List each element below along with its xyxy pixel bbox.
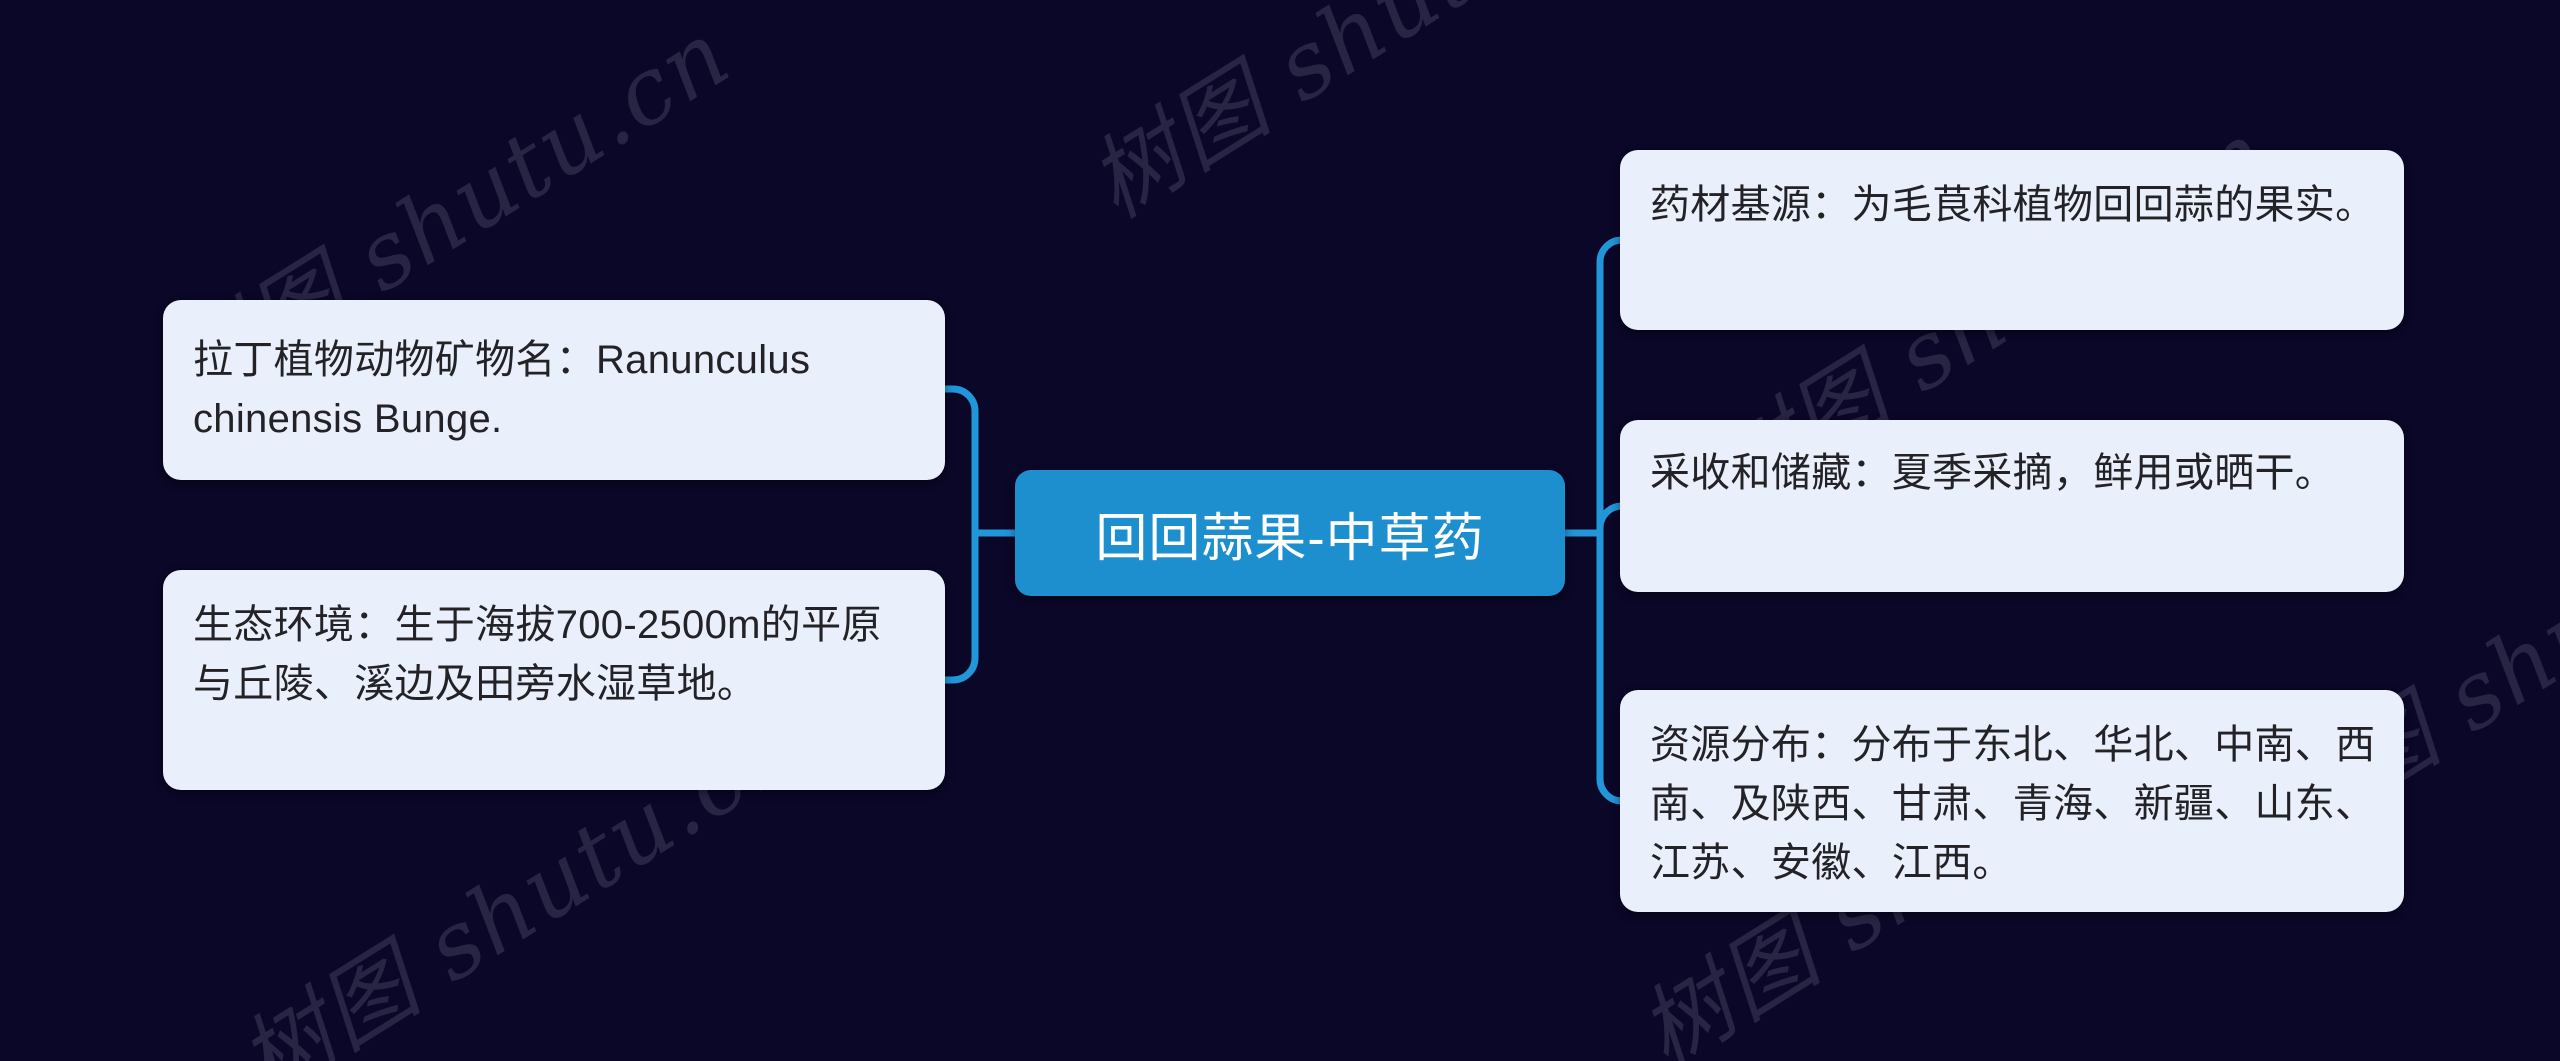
connector-right-branch-3 xyxy=(1596,529,1624,805)
mindmap-node-latin-name[interactable]: 拉丁植物动物矿物名：Ranunculus chinensis Bunge. xyxy=(163,300,945,480)
mindmap-root-label: 回回蒜果-中草药 xyxy=(1095,509,1485,568)
connector-right-branch-2 xyxy=(1596,502,1624,537)
mindmap-node-label: 资源分布：分布于东北、华北、中南、西南、及陕西、甘肃、青海、新疆、山东、江苏、安… xyxy=(1650,723,2376,886)
mindmap-node-label: 药材基源：为毛茛科植物回回蒜的果实。 xyxy=(1650,183,2376,227)
mindmap-node-label: 采收和储藏：夏季采摘，鲜用或晒干。 xyxy=(1650,451,2336,495)
connector-left-branch-1 xyxy=(941,385,979,537)
mindmap-node-resource-distribution[interactable]: 资源分布：分布于东北、华北、中南、西南、及陕西、甘肃、青海、新疆、山东、江苏、安… xyxy=(1620,690,2404,912)
mindmap-node-label: 生态环境：生于海拔700-2500m的平原与丘陵、溪边及田旁水湿草地。 xyxy=(193,603,882,707)
mindmap-node-harvest-storage[interactable]: 采收和储藏：夏季采摘，鲜用或晒干。 xyxy=(1620,420,2404,592)
mindmap-root-node[interactable]: 回回蒜果-中草药 xyxy=(1015,470,1565,596)
connector-left-branch-2 xyxy=(941,529,979,684)
watermark-text: 树图 shutu.cn xyxy=(1071,0,1669,239)
mindmap-node-medicinal-source[interactable]: 药材基源：为毛茛科植物回回蒜的果实。 xyxy=(1620,150,2404,330)
connector-right-branch-1 xyxy=(1596,236,1624,537)
mindmap-node-label: 拉丁植物动物矿物名：Ranunculus chinensis Bunge. xyxy=(193,337,811,441)
mindmap-node-ecological-environment[interactable]: 生态环境：生于海拔700-2500m的平原与丘陵、溪边及田旁水湿草地。 xyxy=(163,570,945,790)
